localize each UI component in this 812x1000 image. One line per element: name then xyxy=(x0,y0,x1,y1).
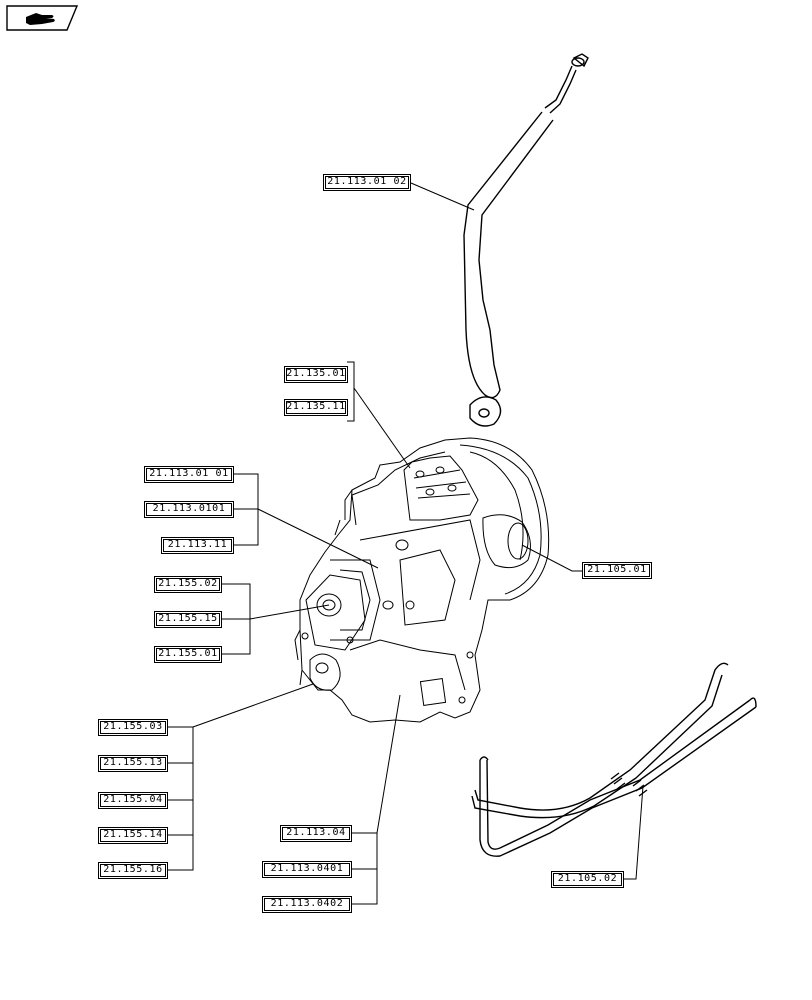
ref-21-113-0402[interactable]: 21.113.0402 xyxy=(262,896,352,913)
hand-pointing-icon xyxy=(6,5,78,31)
navigation-button[interactable] xyxy=(6,5,78,31)
dipstick-tube xyxy=(463,53,589,427)
ref-21-155-03[interactable]: 21.155.03 xyxy=(98,719,168,736)
ref-21-155-14[interactable]: 21.155.14 xyxy=(98,827,168,844)
ref-21-155-16[interactable]: 21.155.16 xyxy=(98,862,168,879)
ref-21-155-13[interactable]: 21.155.13 xyxy=(98,755,168,772)
ref-21-105-01[interactable]: 21.105.01 xyxy=(582,562,652,579)
ref-21-155-02[interactable]: 21.155.02 xyxy=(154,576,222,593)
ref-21-105-02[interactable]: 21.105.02 xyxy=(551,871,624,888)
ref-21-155-15[interactable]: 21.155.15 xyxy=(154,611,222,628)
ref-21-113-0401[interactable]: 21.113.0401 xyxy=(262,861,352,878)
ref-21-113-0101[interactable]: 21.113.0101 xyxy=(144,501,234,518)
ref-21-155-01[interactable]: 21.155.01 xyxy=(154,646,222,663)
ref-21-113-01-02[interactable]: 21.113.01 02 xyxy=(323,174,411,191)
ref-21-113-11[interactable]: 21.113.11 xyxy=(161,537,234,554)
ref-21-155-04[interactable]: 21.155.04 xyxy=(98,792,168,809)
ref-21-113-04[interactable]: 21.113.04 xyxy=(280,825,352,842)
transmission-housing xyxy=(294,437,550,723)
leader-lines xyxy=(168,182,644,905)
lube-pipes xyxy=(471,662,757,857)
ref-21-135-01[interactable]: 21.135.01 xyxy=(284,366,348,383)
ref-21-113-01-01[interactable]: 21.113.01 01 xyxy=(144,466,234,483)
ref-21-135-11[interactable]: 21.135.11 xyxy=(284,399,348,416)
